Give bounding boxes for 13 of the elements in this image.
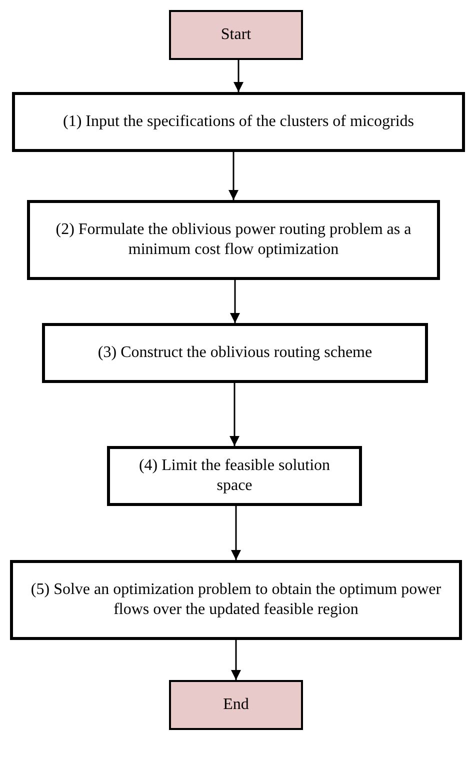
arrow [230, 280, 240, 323]
terminal-box: Start [169, 10, 303, 60]
arrow [231, 640, 241, 680]
arrow [234, 60, 244, 92]
arrow [228, 152, 238, 200]
process-box: (2) Formulate the oblivious power routing problem as a minimum cost flow optimization [27, 200, 440, 280]
process-box: (3) Construct the oblivious routing scheme [42, 323, 428, 383]
arrow [230, 383, 240, 446]
process-box: (4) Limit the feasible solution space [107, 446, 362, 506]
process-box: (5) Solve an optimization problem to obtain the optimum power flows over the updated feasible region [10, 560, 462, 640]
terminal-box: End [169, 680, 303, 730]
arrow [231, 506, 241, 560]
process-box: (1) Input the specifications of the clusters of micogrids [12, 92, 465, 152]
